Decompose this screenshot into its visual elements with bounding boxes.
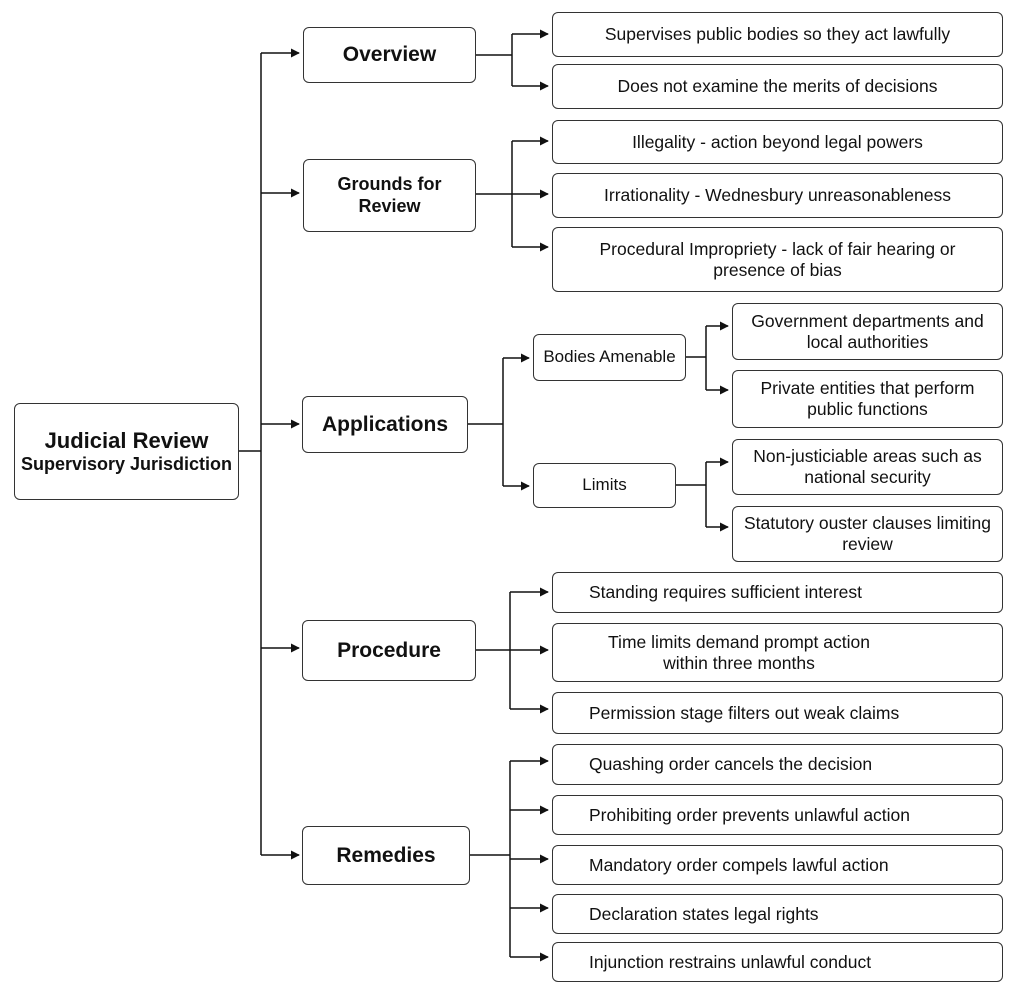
remedies-node: Remedies: [302, 826, 470, 885]
grounds-label: Grounds for Review: [337, 173, 442, 216]
remedies-item-1: Quashing order cancels the decision: [552, 744, 1003, 785]
remedies-item-4: Declaration states legal rights: [552, 894, 1003, 934]
remedies-item-1-text: Quashing order cancels the decision: [589, 754, 873, 774]
procedure-node: Procedure: [302, 620, 476, 681]
procedure-item-3: Permission stage filters out weak claims: [552, 692, 1003, 734]
procedure-item-1: Standing requires sufficient interest: [552, 572, 1003, 613]
overview-label: Overview: [342, 43, 437, 67]
bodies-item-2-text: Private entities that perform public fun…: [760, 378, 975, 419]
overview-item-2: Does not examine the merits of decisions: [552, 64, 1003, 109]
limits-node: Limits: [533, 463, 676, 508]
overview-item-1-text: Supervises public bodies so they act law…: [604, 24, 951, 44]
bodies-item-2: Private entities that perform public fun…: [732, 370, 1003, 428]
overview-node: Overview: [303, 27, 476, 83]
procedure-item-1-text: Standing requires sufficient interest: [589, 582, 863, 602]
remedies-item-3: Mandatory order compels lawful action: [552, 845, 1003, 885]
procedure-label: Procedure: [337, 638, 441, 662]
grounds-item-2: Irrationality - Wednesbury unreasonablen…: [552, 173, 1003, 218]
remedies-item-5-text: Injunction restrains unlawful conduct: [589, 951, 872, 972]
bodies-item-1: Government departments and local authori…: [732, 303, 1003, 360]
grounds-item-3: Procedural Impropriety - lack of fair he…: [552, 227, 1003, 292]
remedies-label: Remedies: [336, 843, 436, 867]
limits-item-2-text: Statutory ouster clauses limiting review: [743, 513, 992, 554]
grounds-item-2-text: Irrationality - Wednesbury unreasonablen…: [604, 185, 951, 205]
overview-item-2-text: Does not examine the merits of decisions: [617, 76, 938, 96]
grounds-item-1: Illegality - action beyond legal powers: [552, 120, 1003, 164]
root-title: Judicial Review: [44, 427, 209, 453]
overview-item-1: Supervises public bodies so they act law…: [552, 12, 1003, 57]
grounds-item-3-text: Procedural Impropriety - lack of fair he…: [599, 238, 956, 280]
remedies-item-2-text: Prohibiting order prevents unlawful acti…: [589, 804, 911, 825]
procedure-item-2-text: Time limits demand prompt action within …: [608, 631, 870, 673]
applications-label: Applications: [321, 412, 448, 436]
grounds-node: Grounds for Review: [303, 159, 476, 232]
grounds-item-1-text: Illegality - action beyond legal powers: [632, 131, 923, 152]
applications-node: Applications: [302, 396, 468, 453]
root-node: Judicial Review Supervisory Jurisdiction: [14, 403, 239, 500]
remedies-item-4-text: Declaration states legal rights: [589, 903, 819, 924]
limits-item-1-text: Non-justiciable areas such as national s…: [753, 446, 982, 487]
procedure-item-3-text: Permission stage filters out weak claims: [589, 702, 900, 723]
limits-label: Limits: [582, 475, 627, 495]
limits-item-1: Non-justiciable areas such as national s…: [732, 439, 1003, 495]
bodies-item-1-text: Government departments and local authori…: [751, 310, 984, 352]
bodies-amenable-node: Bodies Amenable: [533, 334, 686, 381]
procedure-item-2: Time limits demand prompt action within …: [552, 623, 1003, 682]
remedies-item-3-text: Mandatory order compels lawful action: [589, 854, 889, 875]
bodies-amenable-label: Bodies Amenable: [543, 347, 676, 367]
remedies-item-2: Prohibiting order prevents unlawful acti…: [552, 795, 1003, 835]
remedies-item-5: Injunction restrains unlawful conduct: [552, 942, 1003, 982]
root-subtitle: Supervisory Jurisdiction: [20, 453, 233, 474]
limits-item-2: Statutory ouster clauses limiting review: [732, 506, 1003, 562]
